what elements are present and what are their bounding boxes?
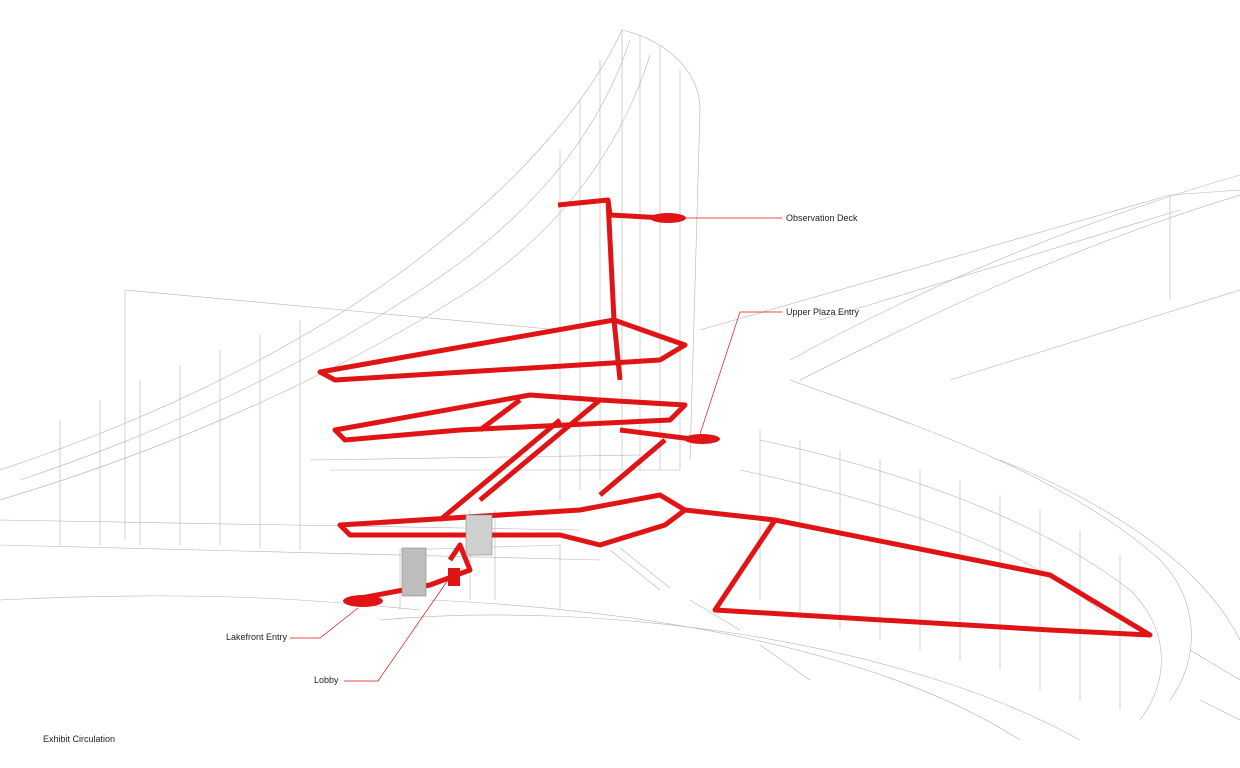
lakefront-entry-node [343, 595, 383, 607]
lakefront-entry-label: Lakefront Entry [226, 632, 288, 642]
lobby-node [448, 568, 460, 586]
upper-plaza-entry-label: Upper Plaza Entry [786, 307, 860, 317]
observation-deck-node [650, 213, 686, 223]
upper-plaza-entry-leader [699, 311, 782, 435]
circulation-nodes [343, 213, 720, 607]
leader-lines [290, 217, 782, 682]
signage [401, 514, 493, 597]
diagram-caption: Exhibit Circulation [43, 734, 116, 744]
upper-plaza-entry-node [684, 434, 720, 444]
lobby-label: Lobby [314, 675, 339, 685]
lakefront-entry-leader [290, 607, 359, 639]
lobby-leader [344, 579, 449, 682]
circulation-path [317, 197, 1153, 638]
observation-deck-label: Observation Deck [786, 213, 858, 223]
building-linework [0, 29, 1240, 741]
